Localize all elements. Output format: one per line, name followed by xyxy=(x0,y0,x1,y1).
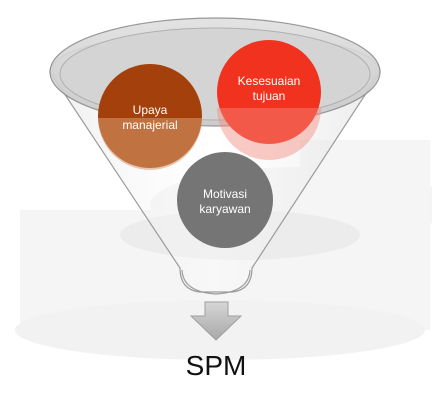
down-arrow-icon xyxy=(189,301,243,341)
label-kesesuaian-line-1: Kesesuaian xyxy=(237,74,301,88)
circle-kesesuaian xyxy=(217,40,321,144)
label-upaya-line-1: Upaya xyxy=(132,103,168,117)
label-kesesuaian-line-2: tujuan xyxy=(252,89,286,103)
funnel-spout xyxy=(181,269,251,295)
label-motivasi-line-1: Motivasi xyxy=(202,187,247,201)
label-motivasi-line-2: karyawan xyxy=(199,202,251,216)
circle-motivasi xyxy=(177,152,273,248)
circle-kesesuaian-lower xyxy=(217,108,321,160)
result-label-spm: SPM xyxy=(185,350,247,381)
label-motivasi-karyawan: Motivasi karyawan xyxy=(184,187,266,217)
circle-upaya-lower xyxy=(98,118,202,170)
label-upaya-line-2: manajerial xyxy=(122,118,178,132)
label-kesesuaian-tujuan: Kesesuaian tujuan xyxy=(224,74,314,104)
label-upaya-manajerial: Upaya manajerial xyxy=(110,103,190,133)
